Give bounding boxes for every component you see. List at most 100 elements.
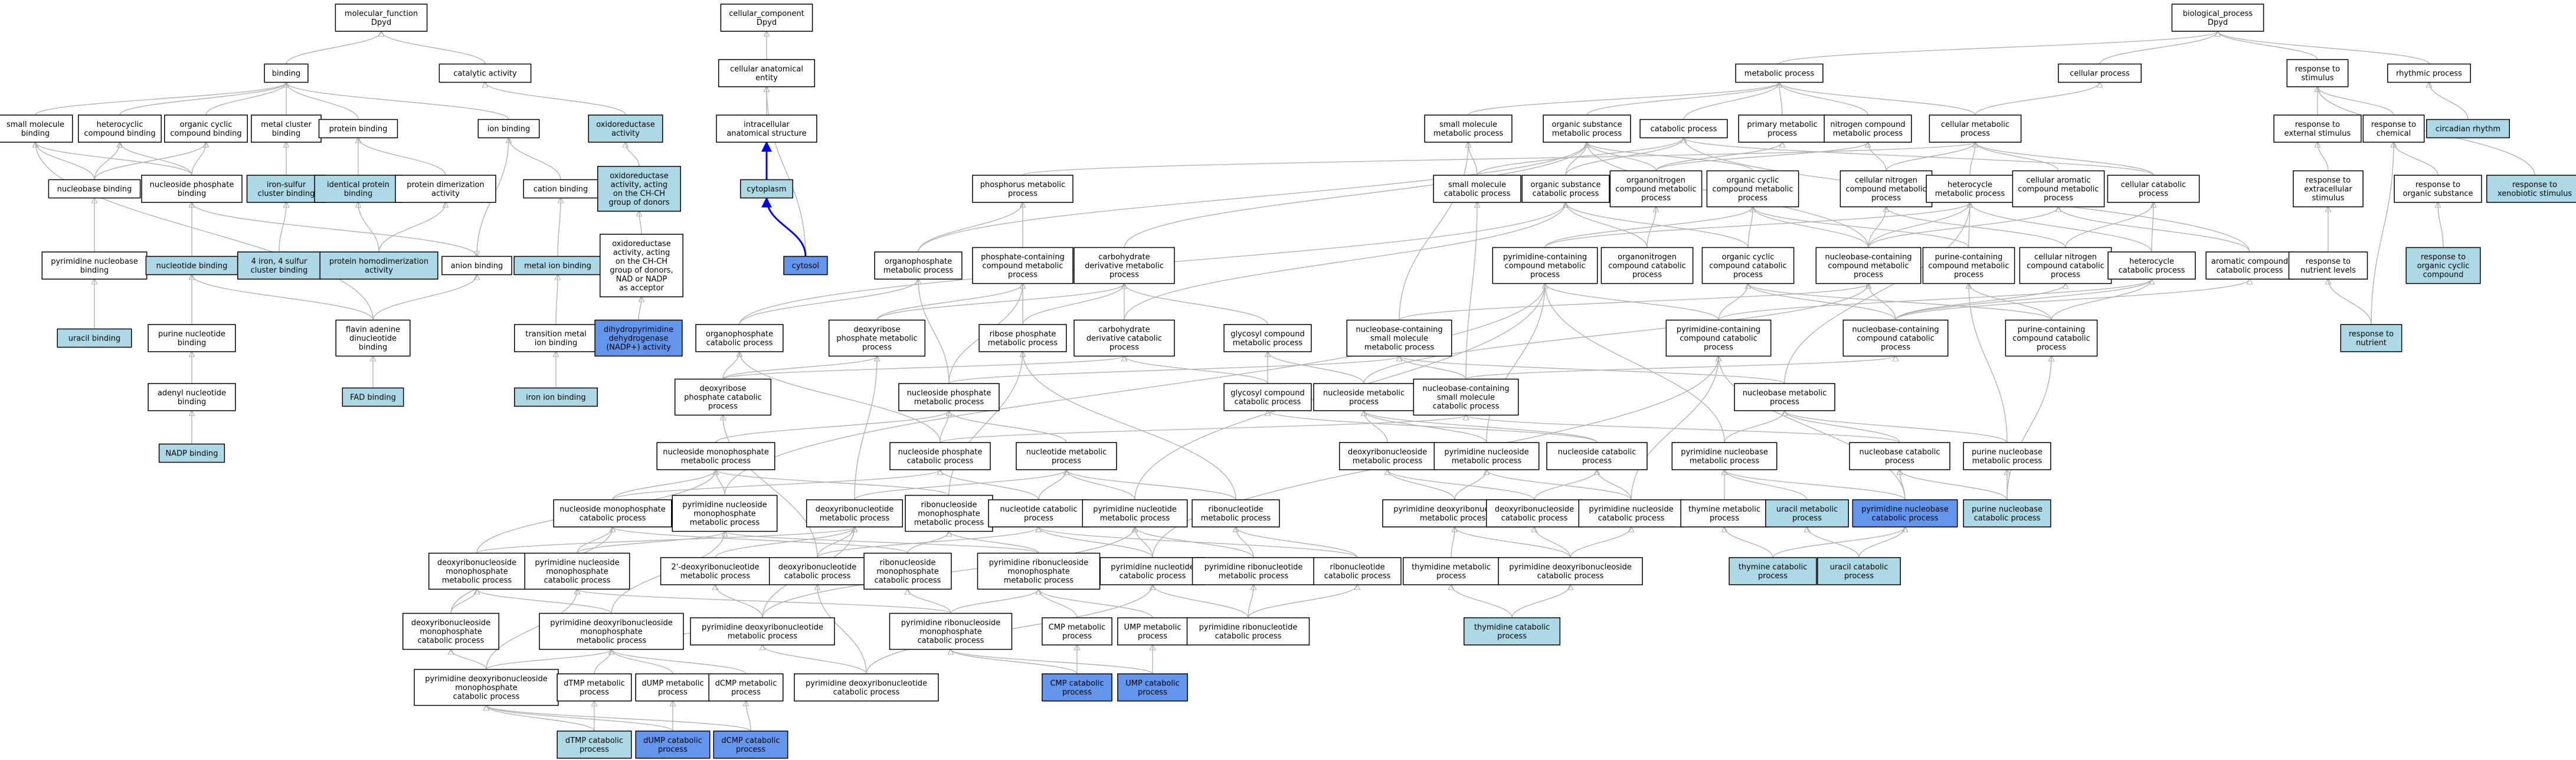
term-label: chemical	[2377, 129, 2411, 138]
term-label: metabolic process	[1452, 457, 1522, 466]
term-label: process	[1349, 398, 1379, 407]
term-box	[1413, 378, 1519, 416]
term-label: biological_process	[2183, 9, 2253, 18]
term-label: purine-containing	[2018, 326, 2086, 335]
term-label: monophosphate	[919, 628, 982, 637]
term-node: pyrimidine deoxyribonucleosidecatabolic …	[1498, 557, 1643, 585]
term-label: monophosphate	[876, 568, 939, 576]
term-label: metabolic process	[577, 637, 647, 646]
term-box	[1042, 617, 1112, 646]
term-label: catabolic process	[784, 572, 851, 581]
term-label: metabolic process	[1833, 129, 1903, 138]
term-box	[1839, 170, 1933, 208]
is-a-edge	[1486, 284, 1545, 443]
term-label: cellular process	[2070, 70, 2130, 78]
term-box	[319, 251, 438, 280]
is-a-edge	[1038, 470, 1066, 500]
term-box	[523, 179, 598, 199]
is-a-edge	[1511, 585, 1570, 618]
term-label: nucleoside phosphate	[150, 181, 234, 189]
term-label: monophosphate	[546, 568, 608, 576]
term-label: thymidine metabolic	[1412, 563, 1491, 572]
is-a-edge	[1039, 527, 1358, 558]
term-label: cellular nitrogen	[1855, 176, 1917, 185]
is-a-edge	[1975, 83, 2100, 116]
term-label: Dpyd	[371, 18, 391, 27]
term-label: catabolic process	[1537, 572, 1604, 581]
term-label: catabolic process	[875, 576, 941, 585]
term-label: activity, acting	[611, 181, 668, 189]
term-label: process	[1497, 632, 1527, 641]
is-a-edge	[1566, 202, 1648, 248]
term-label: compound metabolic	[1504, 262, 1585, 271]
term-label: process	[1792, 514, 1822, 523]
term-label: pyrimidine nucleobase	[51, 257, 138, 266]
term-label: metabolic process	[690, 519, 760, 528]
is-a-edge	[1724, 527, 1773, 558]
term-label: process	[658, 745, 688, 754]
term-label: phosphate-containing	[981, 253, 1065, 262]
term-label: identical protein	[327, 181, 389, 189]
term-box	[1424, 114, 1513, 143]
is-a-edge	[1468, 142, 1478, 176]
is-a-edge	[94, 142, 120, 180]
is-a-edge	[1868, 142, 1887, 171]
is-a-edge	[1039, 589, 1153, 618]
term-label: ribonucleotide	[1208, 505, 1263, 514]
term-label: process	[1954, 271, 1983, 280]
is-a-edge	[2065, 202, 2153, 248]
term-box	[600, 234, 683, 297]
term-label: metabolic process	[1552, 129, 1622, 138]
term-label: binding	[80, 266, 109, 275]
term-label: organophosphate	[885, 257, 952, 266]
term-label: response to	[2295, 120, 2340, 129]
term-label: response to	[2306, 257, 2351, 266]
is-a-edge	[854, 356, 877, 500]
is-a-edge	[918, 202, 1023, 253]
is-a-edge	[1364, 411, 1388, 443]
is-a-edge	[1039, 527, 1153, 558]
term-node: pyrimidine nucleosidemonophosphatemetabo…	[672, 494, 778, 532]
term-label: thymine catabolic	[1739, 563, 1807, 572]
term-box	[514, 324, 598, 352]
is-a-edge	[2371, 142, 2394, 325]
term-box	[972, 247, 1073, 284]
term-label: ribonucleoside	[921, 501, 977, 510]
term-label: catabolic process	[1324, 572, 1391, 581]
term-label: catabolic process	[1235, 398, 1301, 407]
term-label: catabolic process	[833, 688, 900, 697]
term-box	[1433, 175, 1521, 203]
is-a-edge	[1586, 83, 1779, 116]
term-label: process	[2051, 271, 2080, 280]
term-label: organic substance	[2403, 189, 2473, 198]
is-a-edge	[2328, 279, 2372, 325]
is-a-edge	[1779, 83, 1783, 116]
term-node: protein binding	[318, 119, 398, 139]
term-label: monophosphate	[918, 510, 980, 519]
term-label: organic substance	[1531, 181, 1601, 189]
is-a-edge	[2438, 202, 2444, 248]
term-label: derivative metabolic	[1085, 262, 1164, 271]
term-label: metabolic process	[680, 572, 751, 581]
term-label: cellular catabolic	[2121, 181, 2186, 189]
term-box	[0, 114, 73, 143]
term-box	[553, 499, 672, 528]
term-label: activity	[431, 189, 460, 198]
term-label: catabolic process	[1598, 514, 1665, 523]
